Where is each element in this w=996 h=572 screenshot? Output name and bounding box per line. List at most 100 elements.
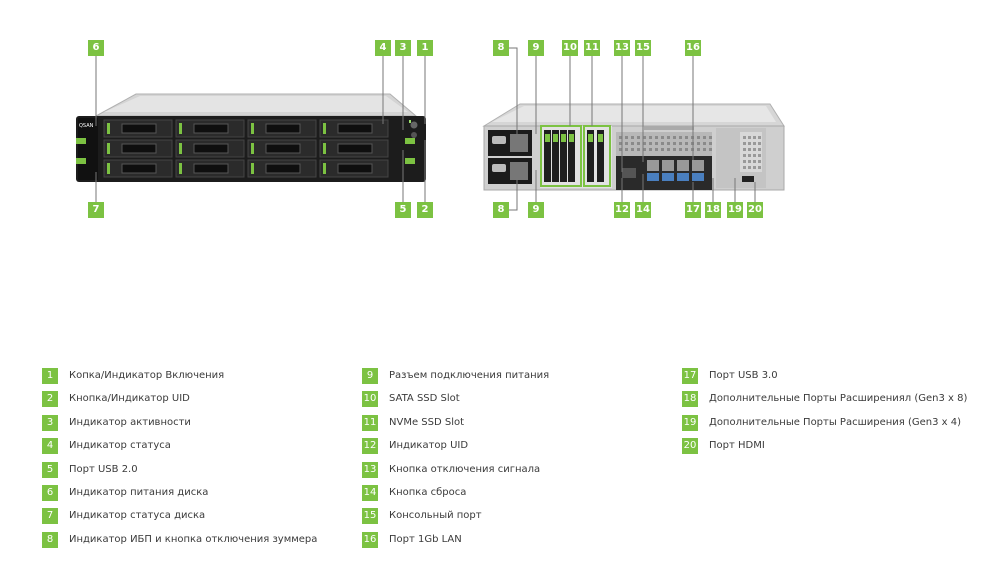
drive-bay-handle [337, 143, 373, 154]
vent-hole [679, 148, 682, 151]
vent-hole [667, 142, 670, 145]
legend-label: Порт HDMI [709, 440, 765, 452]
drive-bay-handle [265, 123, 301, 134]
drive-led [323, 163, 326, 174]
drive-bay-handle [265, 163, 301, 174]
callout-badge: 8 [493, 202, 509, 218]
drive-led [107, 163, 110, 174]
vent-hole [758, 142, 761, 145]
vent-hole [631, 136, 634, 139]
ssd-tray [597, 130, 604, 182]
legend-number-badge: 19 [682, 414, 698, 431]
legend-number-badge: 11 [362, 414, 378, 431]
legend-label: Дополнительные Порты Расширениял (Gen3 x… [709, 393, 968, 405]
drive-led [179, 143, 182, 154]
legend-label: Кнопка/Индикатор UID [69, 393, 190, 405]
drive-bay-handle [121, 143, 157, 154]
drive-led [179, 163, 182, 174]
legend-number-badge: 10 [362, 391, 378, 408]
ssd-tray [568, 130, 575, 182]
front-drive-bays [103, 119, 389, 178]
ssd-tray-latch [569, 134, 574, 142]
ssd-tray-latch [553, 134, 558, 142]
vent-hole [619, 148, 622, 151]
drive-led [179, 123, 182, 134]
callout-badge: 14 [635, 202, 651, 218]
callout-badge: 7 [88, 202, 104, 218]
vent-hole [748, 148, 751, 151]
vent-hole [685, 148, 688, 151]
vent-hole [655, 148, 658, 151]
vent-hole [667, 136, 670, 139]
vent-hole [709, 148, 712, 151]
legend-number-badge: 17 [682, 368, 698, 384]
callout-badge: 16 [685, 40, 701, 56]
vent-hole [619, 142, 622, 145]
vent-hole [643, 136, 646, 139]
legend-number-badge: 13 [362, 461, 378, 478]
leader-lines [95, 47, 756, 211]
ssd-tray [587, 130, 594, 182]
vent-hole [703, 148, 706, 151]
vent-hole [743, 136, 746, 139]
legend-label: Индикатор статуса [69, 440, 171, 452]
vent-hole [709, 142, 712, 145]
vent-hole [748, 136, 751, 139]
callout-badge: 17 [685, 202, 701, 218]
vent-hole [758, 148, 761, 151]
callout-badge: 19 [727, 202, 743, 218]
callout-badge: 11 [584, 40, 600, 56]
vent-hole [643, 148, 646, 151]
legend-number-badge: 15 [362, 508, 378, 525]
ssd-tray-latch [561, 134, 566, 142]
legend-label: SATA SSD Slot [389, 393, 460, 405]
vent-hole [673, 136, 676, 139]
hardware-diagram: QSAN [0, 0, 996, 240]
callout-badge: 13 [614, 40, 630, 56]
vent-hole [649, 142, 652, 145]
vent-hole [743, 166, 746, 169]
legend-label: Консольный порт [389, 510, 482, 522]
vent-hole [758, 160, 761, 163]
vent-hole [709, 136, 712, 139]
drive-bay-handle [193, 143, 229, 154]
legend-number-badge: 16 [362, 531, 378, 548]
vent-hole [748, 166, 751, 169]
vent-hole [619, 136, 622, 139]
legend-number-badge: 18 [682, 391, 698, 408]
vent-hole [655, 136, 658, 139]
vent-hole [753, 136, 756, 139]
drive-bay-handle [121, 123, 157, 134]
callout-badge: 9 [528, 202, 544, 218]
legend-label: Индикатор активности [69, 416, 191, 428]
vent-hole [649, 148, 652, 151]
callout-badge: 1 [417, 40, 433, 56]
vent-hole [743, 160, 746, 163]
callout-badge: 6 [88, 40, 104, 56]
vent-hole [625, 148, 628, 151]
drive-led [323, 143, 326, 154]
legend-label: Копка/Индикатор Включения [69, 370, 225, 381]
callout-badge: 4 [375, 40, 391, 56]
legend-number-badge: 7 [42, 508, 58, 525]
legend-label: Индикатор ИБП и кнопка отключения зуммер… [69, 533, 318, 545]
vent-hole [661, 148, 664, 151]
vent-hole [697, 136, 700, 139]
drive-bay-handle [337, 163, 373, 174]
drive-bay-handle [337, 123, 373, 134]
front-brand-label: QSAN [79, 123, 94, 129]
vent-hole [637, 142, 640, 145]
vent-hole [637, 148, 640, 151]
vent-hole [679, 136, 682, 139]
vent-hole [753, 154, 756, 157]
vent-hole [655, 142, 658, 145]
callout-badge: 20 [747, 202, 763, 218]
vent-hole [703, 142, 706, 145]
vent-hole [631, 142, 634, 145]
drive-bay-handle [121, 163, 157, 174]
drive-led [251, 123, 254, 134]
vent-hole [679, 142, 682, 145]
legend-label: NVMe SSD Slot [389, 416, 465, 428]
vent-hole [637, 136, 640, 139]
legend-label: Порт USB 2.0 [69, 463, 138, 475]
